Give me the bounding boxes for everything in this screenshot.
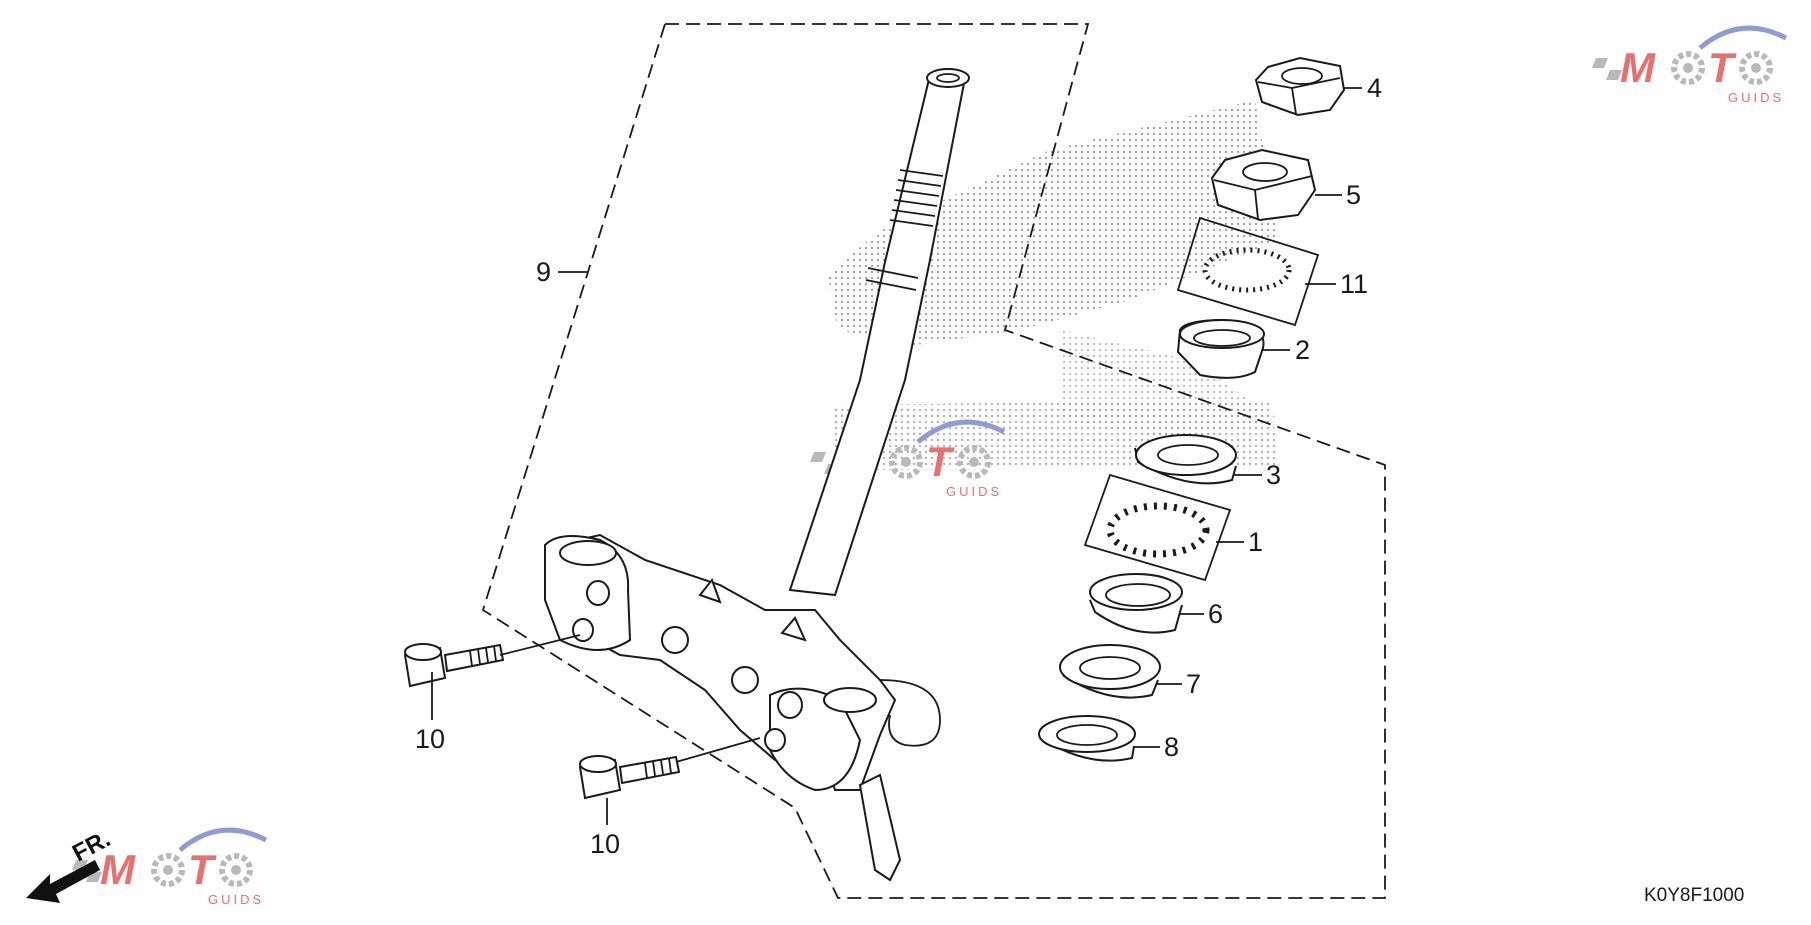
washer-part-8 (1038, 715, 1136, 762)
drawing-code: K0Y8F1000 (1644, 885, 1744, 906)
dashed-boundary-stem (481, 23, 1386, 899)
callout-7: 7 (1186, 669, 1201, 699)
callout-6: 6 (1208, 599, 1223, 629)
leader-lines (431, 87, 1362, 825)
callout-10-lower: 10 (590, 829, 620, 859)
upper-race-part-2 (1176, 318, 1265, 379)
callout-4: 4 (1367, 73, 1382, 103)
callout-9: 9 (536, 257, 551, 287)
callout-11: 11 (1340, 269, 1368, 299)
nut-part-5 (1210, 148, 1317, 222)
cone-race-part-3 (1134, 434, 1237, 485)
bearing-balls-part-11 (1176, 216, 1320, 327)
bearing-balls-part-1 (1083, 473, 1232, 582)
callout-1: 1 (1248, 527, 1263, 557)
callout-2: 2 (1295, 335, 1310, 365)
lower-race-part-6 (1089, 573, 1183, 634)
callout-8: 8 (1164, 732, 1179, 762)
callout-10-upper: 10 (415, 724, 445, 754)
bolt-10-upper (403, 643, 505, 688)
callout-5: 5 (1346, 180, 1361, 210)
callout-labels: 1 2 3 4 5 6 7 8 9 10 10 11 (415, 73, 1382, 859)
dust-seal-part-7 (1059, 644, 1161, 699)
steering-stem-assembly (544, 68, 970, 882)
callout-3: 3 (1266, 460, 1281, 490)
bolt-10-lower (578, 755, 681, 800)
watermark-logo-top-right (1592, 28, 1786, 105)
nut-part-4 (1254, 56, 1346, 117)
